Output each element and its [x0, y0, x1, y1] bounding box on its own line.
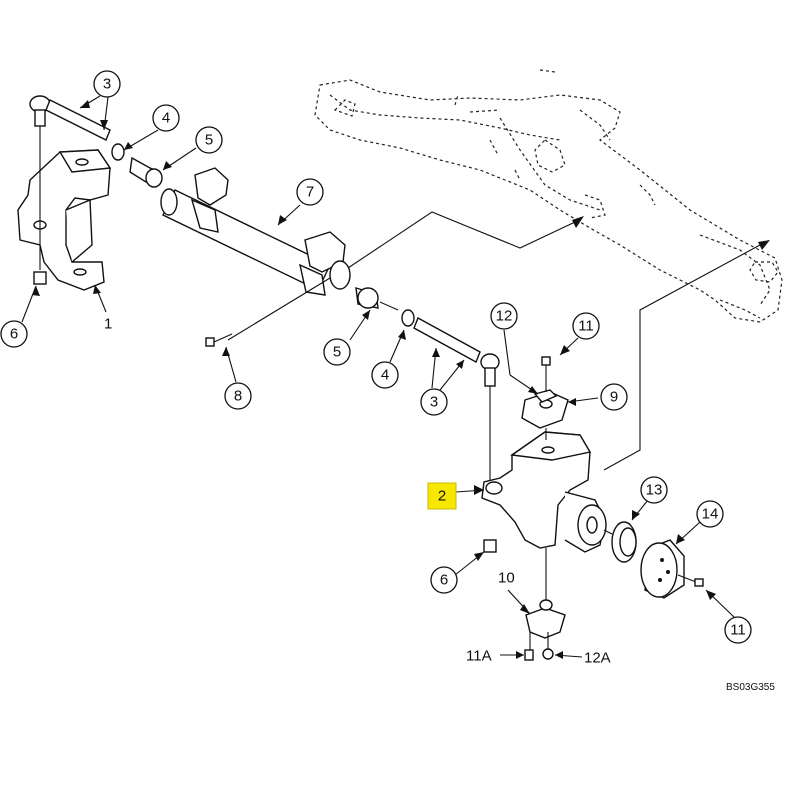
callout-3-top-label: 3 [103, 76, 111, 93]
callout-8: 8 [224, 382, 252, 410]
axle-housing [314, 69, 783, 323]
left-nut [33, 271, 47, 285]
left-adjuster-sleeve [129, 156, 163, 188]
lower-king-pin-cap [525, 599, 566, 639]
callout-12-label: 12 [496, 308, 513, 325]
callout-11-upper-label: 11 [578, 318, 594, 335]
callout-13-label: 13 [646, 482, 663, 499]
callout-11A: 11A [466, 648, 492, 665]
wheel-seal [611, 521, 637, 563]
callout-4-top: 4 [152, 104, 180, 132]
leader-arrowheads [32, 100, 716, 659]
bolt-8 [205, 333, 233, 347]
callout-5-bottom-label: 5 [333, 344, 341, 361]
upper-shim [533, 389, 558, 403]
callout-6-left: 6 [0, 320, 28, 348]
callout-10-label: 10 [498, 570, 515, 587]
callout-9: 9 [600, 383, 628, 411]
right-nut [483, 539, 497, 553]
callout-4-bottom-label: 4 [381, 367, 389, 384]
callout-7: 7 [296, 178, 324, 206]
left-tie-rod-end [29, 95, 111, 141]
bolt-11-hub [694, 578, 704, 587]
callout-2-label: 2 [438, 488, 446, 505]
callout-1-label: 1 [104, 316, 112, 333]
left-jam-nut [111, 143, 125, 161]
right-jam-nut [401, 309, 415, 327]
callout-11-lower: 11 [724, 616, 752, 644]
callout-3-bottom: 3 [420, 388, 448, 416]
assembly-guide-lines [347, 211, 770, 471]
steering-cylinder [160, 167, 351, 296]
callout-8-label: 8 [234, 388, 242, 405]
callout-4-bottom: 4 [371, 361, 399, 389]
callout-12A-label: 12A [584, 650, 611, 667]
callout-9-label: 9 [610, 389, 618, 406]
callout-11A-label: 11A [466, 648, 492, 665]
callout-11-lower-label: 11 [730, 622, 746, 639]
bolt-11a [524, 649, 534, 661]
right-adjuster-sleeve [355, 287, 399, 311]
callout-5-top: 5 [195, 126, 223, 154]
callout-5-top-label: 5 [205, 132, 213, 149]
callout-3-bottom-label: 3 [430, 394, 438, 411]
washer-12a [542, 648, 554, 660]
callout-12: 12 [490, 302, 518, 330]
hub-cover [640, 539, 685, 599]
right-steering-knuckle [481, 431, 607, 553]
callout-5-bottom: 5 [323, 338, 351, 366]
callout-14: 14 [696, 500, 724, 528]
callout-4-top-label: 4 [162, 110, 170, 127]
callout-10: 10 [498, 570, 515, 587]
callout-6-left-label: 6 [10, 326, 18, 343]
callout-13: 13 [640, 476, 668, 504]
callout-11-upper: 11 [572, 312, 600, 340]
callout-6-right: 6 [430, 566, 458, 594]
right-tie-rod-end [413, 317, 500, 387]
callout-2-highlighted: 2 [427, 482, 457, 510]
callout-14-label: 14 [702, 506, 719, 523]
callout-6-right-label: 6 [440, 572, 448, 589]
callout-3-top: 3 [93, 70, 121, 98]
upper-king-pin-cap [521, 391, 569, 429]
callout-12A: 12A [584, 650, 611, 667]
bolt-11-upper [541, 356, 551, 366]
callout-1: 1 [104, 316, 112, 333]
callout-7-label: 7 [306, 184, 314, 201]
reference-code: BS03G355 [726, 682, 775, 693]
left-steering-knuckle [17, 149, 112, 291]
